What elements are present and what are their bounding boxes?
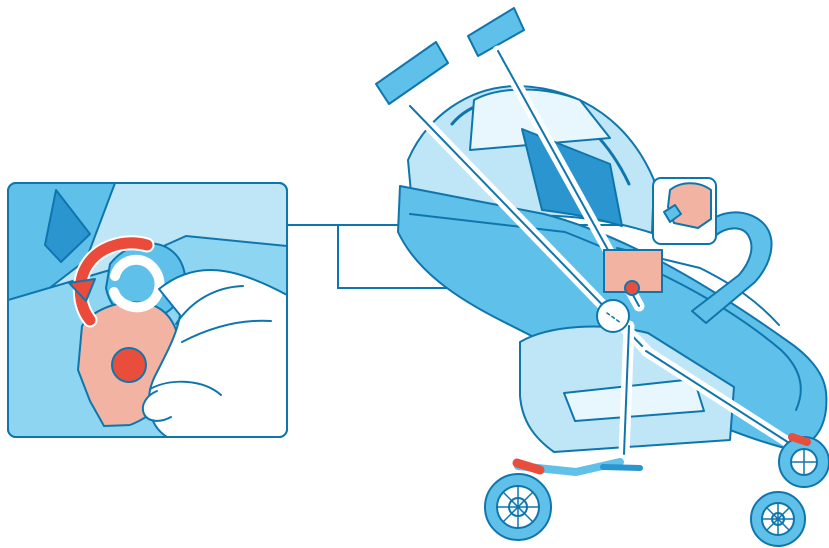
inset-latch-button — [112, 348, 146, 382]
left-handle-grip — [376, 42, 448, 104]
inset-detail — [8, 183, 287, 437]
frame-hinge — [597, 300, 629, 332]
front-right-wheel — [751, 492, 805, 546]
rear-brake-pedal — [792, 437, 807, 442]
front-left-wheel — [485, 474, 551, 540]
inset-hand — [149, 270, 287, 437]
stroller — [376, 8, 829, 546]
latch-button — [625, 281, 639, 295]
frame-latch — [603, 467, 640, 468]
